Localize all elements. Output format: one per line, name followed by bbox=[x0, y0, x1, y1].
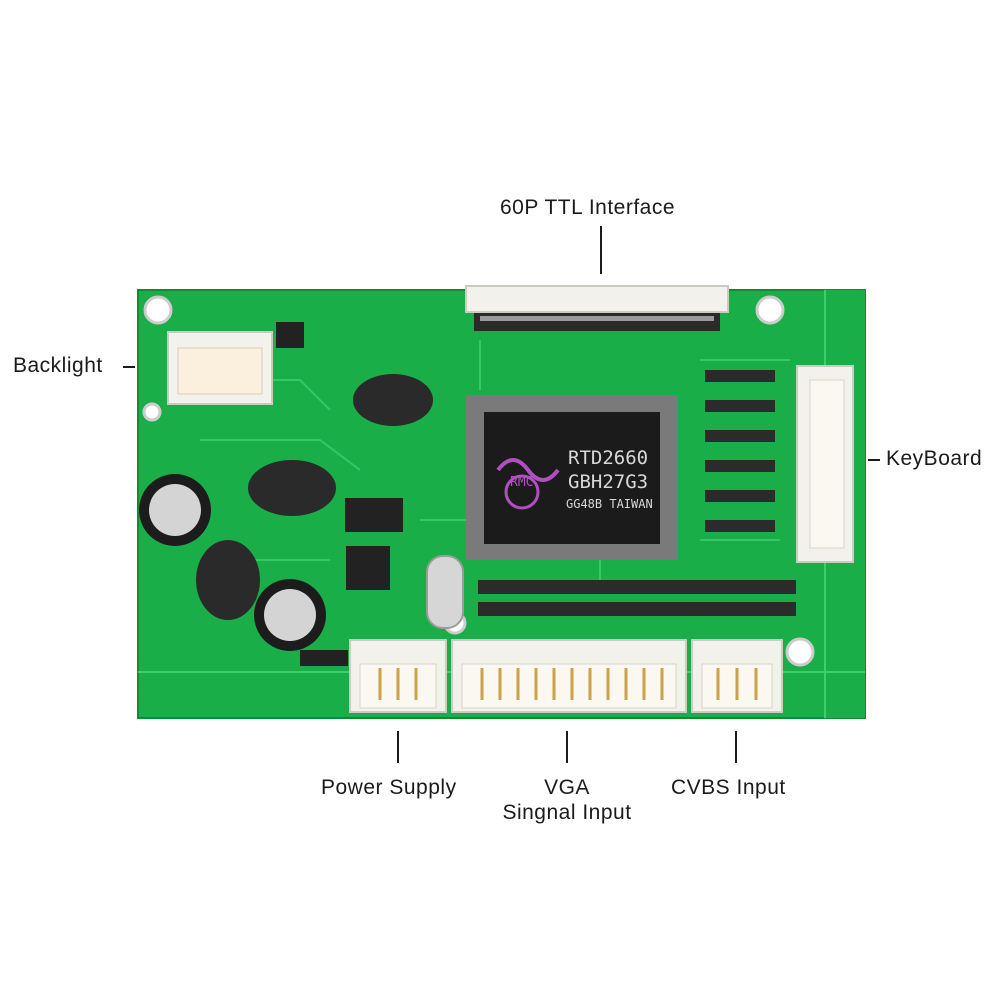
crystal-oscillator bbox=[426, 555, 464, 629]
chip-code-text: GBH27G3 bbox=[568, 471, 648, 493]
keyboard-connector bbox=[796, 365, 854, 563]
chip-origin-text: GG48B TAIWAN bbox=[566, 497, 653, 511]
label-backlight: Backlight bbox=[13, 354, 103, 377]
leader-cvbs bbox=[735, 731, 737, 763]
label-ttl-interface: 60P TTL Interface bbox=[500, 196, 676, 219]
small-ics bbox=[276, 322, 403, 666]
label-vga-title: VGA bbox=[544, 776, 590, 799]
connector-pins bbox=[378, 668, 758, 700]
leader-keyboard bbox=[868, 459, 880, 461]
leader-backlight bbox=[123, 366, 135, 368]
smd-component-rows bbox=[478, 370, 796, 616]
label-keyboard: KeyBoard bbox=[886, 447, 983, 470]
label-power-supply: Power Supply bbox=[321, 776, 457, 799]
label-cvbs-input: CVBS Input bbox=[671, 776, 786, 799]
chip-logo-text: RMC bbox=[510, 475, 533, 490]
leader-power-supply bbox=[397, 731, 399, 763]
capacitors bbox=[139, 474, 326, 651]
label-vga-subtitle: Singnal Input bbox=[502, 801, 632, 824]
leader-ttl-interface bbox=[600, 226, 602, 274]
main-ic: RMC RTD2660 GBH27G3 GG48B TAIWAN bbox=[466, 395, 678, 560]
leader-vga bbox=[566, 731, 568, 763]
chip-logo bbox=[496, 458, 560, 510]
ttl-connector bbox=[465, 285, 729, 331]
vga-connector bbox=[451, 639, 687, 713]
chip-model-text: RTD2660 bbox=[568, 447, 648, 469]
inductors bbox=[196, 374, 433, 620]
backlight-connector bbox=[167, 331, 273, 405]
